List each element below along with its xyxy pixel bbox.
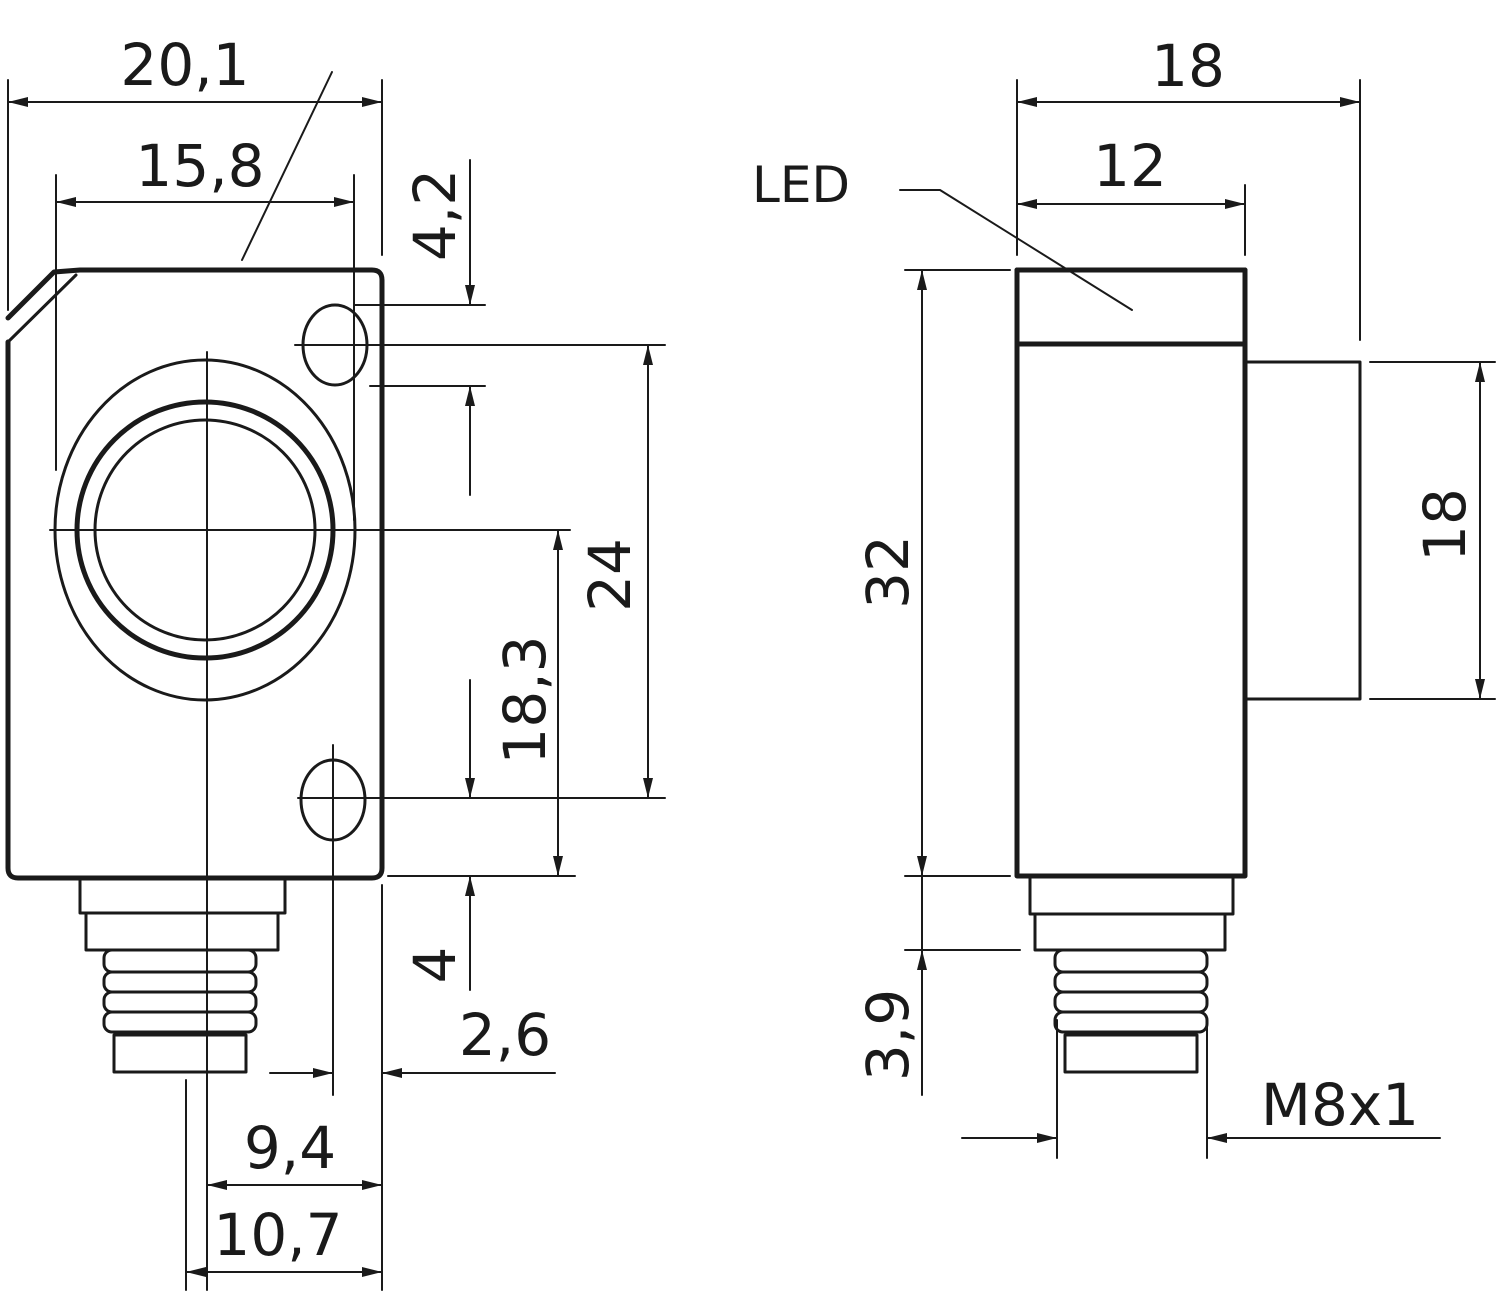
- front-connector-base-1: [78, 876, 287, 915]
- led-window: [1014, 267, 1248, 347]
- leader-line: [241, 71, 333, 261]
- side-lens-block: [1243, 360, 1362, 701]
- side-connector-base-2: [1033, 912, 1227, 952]
- front-connector-tip: [112, 1033, 248, 1074]
- side-connector-base-1: [1028, 874, 1235, 916]
- side-housing-outline: [1014, 267, 1248, 879]
- front-view: 20,1 15,8 4,2 24 18,3 4 2,6 9,4 10,7: [5, 31, 666, 1291]
- dim-label-10-7: 10,7: [213, 1201, 342, 1269]
- front-chamfer-line: [6, 273, 78, 344]
- dim-label-3-9: 3,9: [854, 989, 922, 1081]
- dim-label-18-top: 18: [1151, 32, 1225, 100]
- dim-label-24: 24: [576, 538, 644, 612]
- dim-label-18-right: 18: [1411, 488, 1479, 562]
- dim-label-2-6: 2,6: [459, 1001, 551, 1069]
- front-connector-thread-1: [102, 948, 258, 974]
- side-connector-tip: [1063, 1033, 1199, 1074]
- front-connector-thread-2: [102, 970, 258, 994]
- side-connector-thread-1: [1053, 948, 1209, 974]
- dim-label-4-2: 4,2: [401, 169, 469, 261]
- thread-label-m8x1: M8x1: [1261, 1071, 1419, 1139]
- dim-label-20-1: 20,1: [120, 31, 249, 99]
- side-connector-thread-4: [1053, 1010, 1209, 1034]
- front-connector-base-2: [84, 911, 280, 952]
- dim-label-18-3: 18,3: [491, 635, 559, 764]
- led-leader-line: [899, 189, 1133, 311]
- dim-label-12: 12: [1093, 132, 1167, 200]
- front-connector-thread-4: [102, 1010, 258, 1034]
- dim-label-4: 4: [401, 947, 469, 984]
- side-connector-thread-2: [1053, 970, 1209, 994]
- side-connector-thread-3: [1053, 990, 1209, 1014]
- led-label: LED: [752, 156, 850, 214]
- dim-label-9-4: 9,4: [244, 1114, 336, 1182]
- dim-label-32: 32: [854, 535, 922, 609]
- dim-label-15-8: 15,8: [135, 132, 264, 200]
- side-view: LED 18 12 32 18 3,9 M8x1: [752, 32, 1496, 1159]
- front-housing-outline: [5, 267, 385, 881]
- front-connector-thread-3: [102, 990, 258, 1014]
